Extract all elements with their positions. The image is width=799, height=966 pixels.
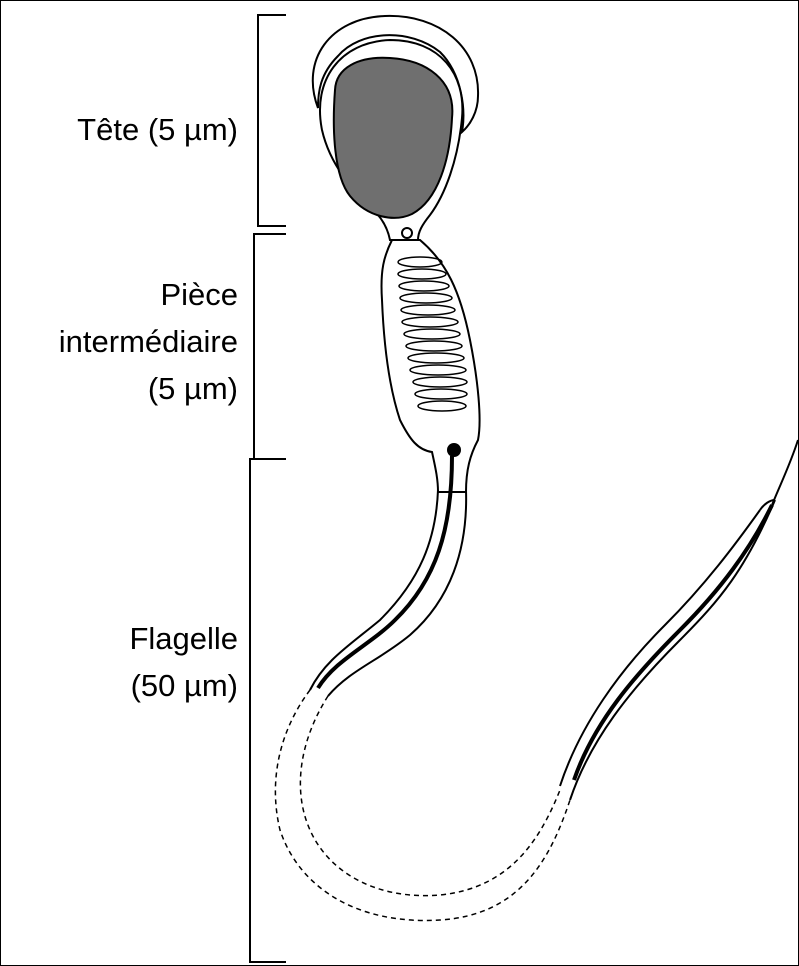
midpiece-outline [381, 240, 479, 492]
bracket-midpiece [254, 234, 286, 459]
label-flagellum-line1: Flagelle [129, 615, 238, 662]
label-midpiece-line3: (5 µm) [59, 365, 238, 412]
label-midpiece-line2: intermédiaire [59, 318, 238, 365]
bracket-head [258, 15, 286, 226]
centriole [402, 228, 412, 238]
flagellum-outline-right [560, 500, 775, 800]
axoneme-right [574, 505, 772, 780]
label-flagellum-line2: (50 µm) [129, 662, 238, 709]
bracket-flagellum [250, 459, 286, 962]
label-head: Tête (5 µm) [77, 106, 238, 153]
annulus [447, 443, 461, 457]
flagellum-dashed-loop [275, 690, 570, 920]
flagellum-outline-upper [310, 490, 466, 696]
label-midpiece: Pièce intermédiaire (5 µm) [59, 271, 238, 412]
flagellum-end-piece [772, 440, 798, 505]
label-flagellum: Flagelle (50 µm) [129, 615, 238, 709]
label-midpiece-line1: Pièce [59, 271, 238, 318]
